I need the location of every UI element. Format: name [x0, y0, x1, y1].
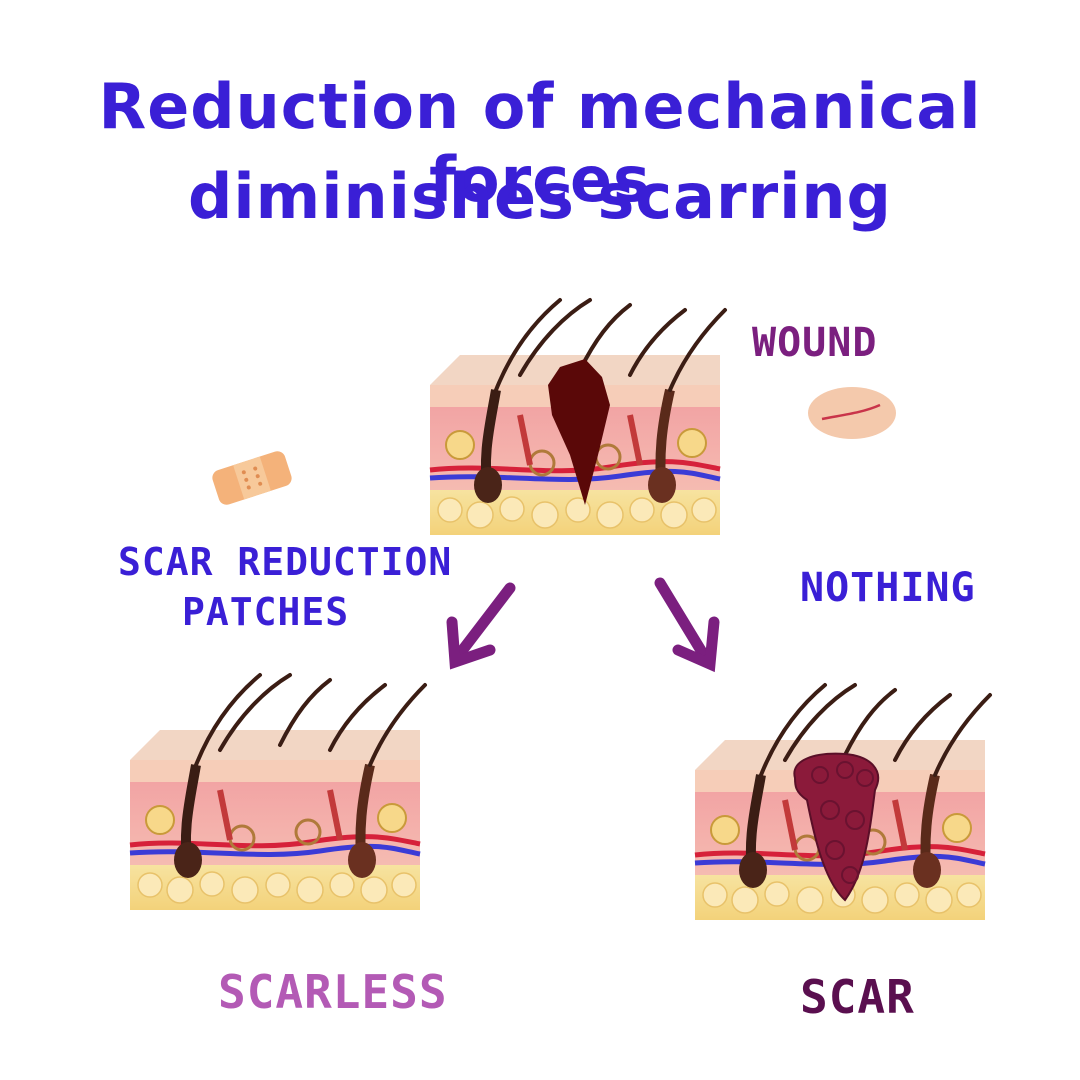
skin-block-scar: [695, 685, 990, 920]
title-line-1: Reduction of mechanical forces: [98, 70, 982, 216]
arrow-left-down: [446, 582, 516, 670]
patches-label-line-1: SCAR REDUCTION: [118, 540, 453, 584]
wound-icon: [808, 387, 896, 439]
scarless-label: SCARLESS: [218, 965, 448, 1019]
scar-label: SCAR: [800, 970, 915, 1024]
title-line-2: diminishes scarring: [188, 160, 892, 233]
patches-label-line-2: PATCHES: [182, 590, 350, 634]
nothing-label: NOTHING: [800, 565, 976, 611]
bandage-icon: [212, 451, 292, 505]
wound-label: WOUND: [752, 320, 878, 366]
skin-block-scarless: [130, 675, 425, 910]
skin-block-wound: [430, 300, 725, 535]
arrow-right-down: [654, 577, 720, 673]
